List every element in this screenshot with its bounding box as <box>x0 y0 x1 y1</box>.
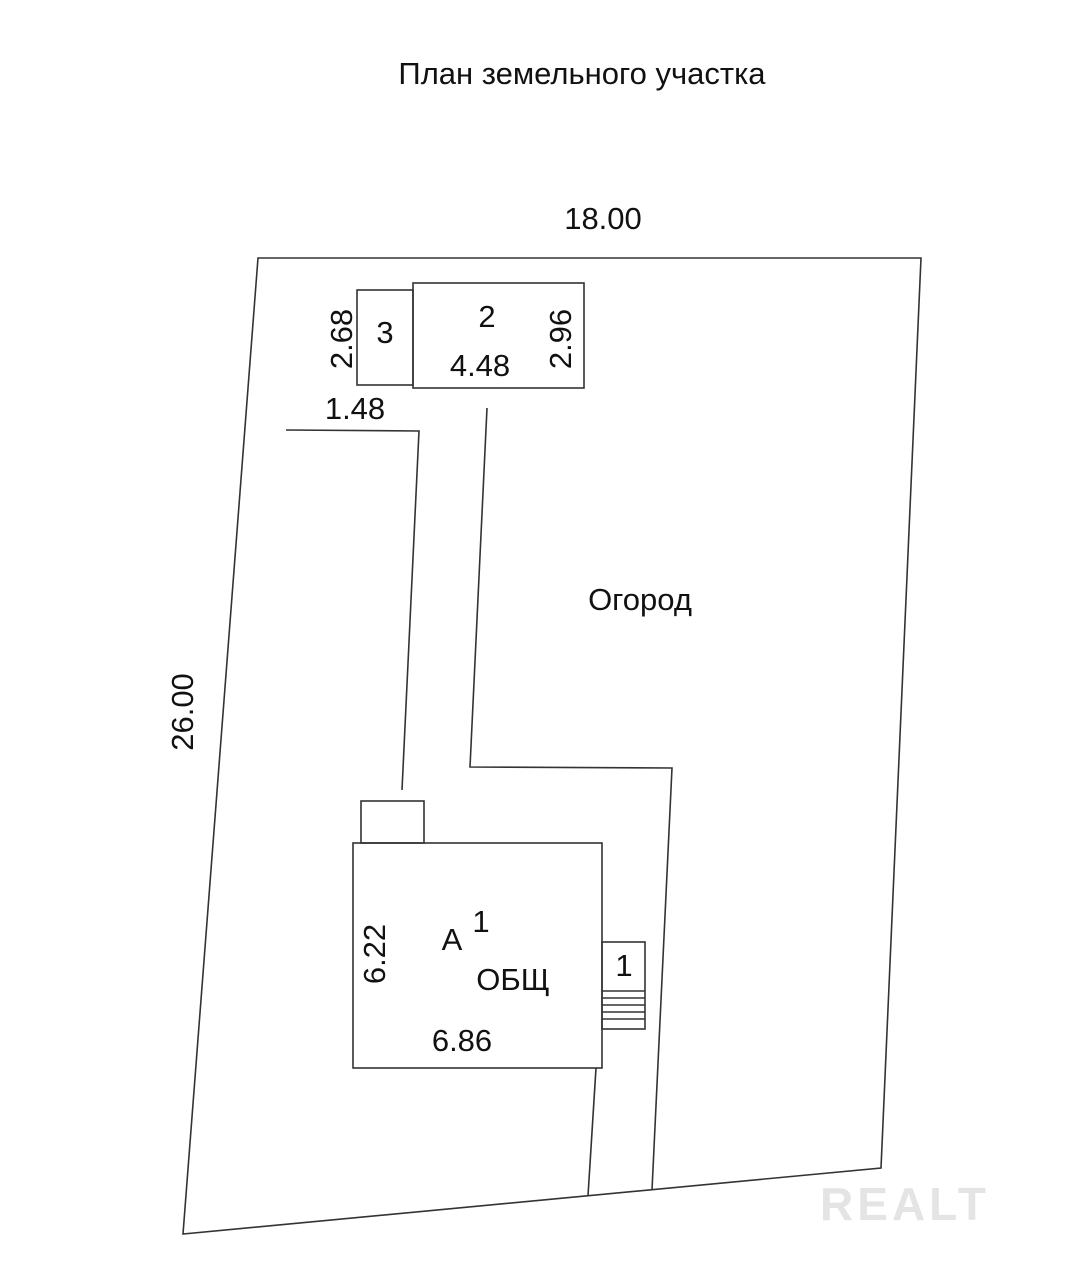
house-type: ОБЩ <box>476 962 550 997</box>
house-annex <box>360 800 425 844</box>
house-floors: 1 <box>472 904 489 939</box>
building-2 <box>412 282 585 389</box>
porch-steps <box>602 990 645 1020</box>
porch-label: 1 <box>615 948 632 983</box>
fence-bottom <box>587 1067 597 1197</box>
building-2-label: 2 <box>478 299 495 334</box>
dim-b3-width: 1.48 <box>325 391 385 426</box>
dim-b2-width: 4.48 <box>450 348 510 383</box>
plot-boundary <box>182 257 922 1235</box>
garden-label: Огород <box>588 582 692 617</box>
fence-right <box>469 407 673 1191</box>
house-letter: А <box>442 922 463 957</box>
building-3-label: 3 <box>376 315 393 350</box>
dim-left: 26.00 <box>165 673 200 751</box>
dim-b3-height: 2.68 <box>324 309 359 369</box>
watermark-logo: REALT <box>820 1178 990 1230</box>
dim-b2-height: 2.96 <box>543 309 578 369</box>
dim-house-height: 6.22 <box>357 924 392 984</box>
fence-left <box>285 429 420 791</box>
porch <box>601 941 646 1030</box>
dim-top: 18.00 <box>564 201 642 236</box>
plan-title: План земельного участка <box>398 56 766 91</box>
dim-house-width: 6.86 <box>432 1023 492 1058</box>
